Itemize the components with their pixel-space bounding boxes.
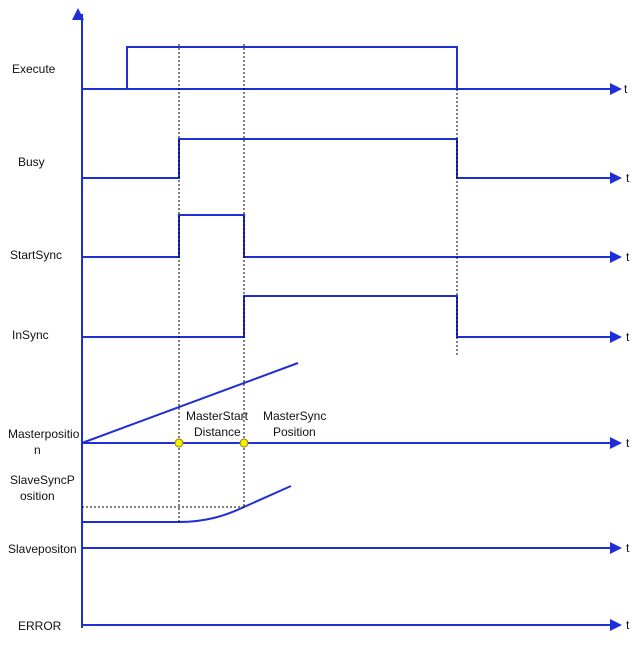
master-sync-position-marker <box>239 438 249 448</box>
error-label: ERROR <box>18 619 62 633</box>
startsync-label: StartSync <box>10 248 62 262</box>
busy-t-label: t <box>626 171 630 185</box>
execute-waveform <box>82 46 487 90</box>
masterposition-ramp <box>81 362 299 444</box>
insync-t-label: t <box>626 330 630 344</box>
slaveposition-label: Slavepositon <box>8 542 77 556</box>
master-start-distance-annotation: MasterStart Distance <box>186 409 251 439</box>
insync-label: InSync <box>12 328 49 342</box>
busy-waveform <box>82 138 622 184</box>
busy-label: Busy <box>18 155 45 169</box>
startsync-t-label: t <box>626 250 630 264</box>
masterposition-t-label: t <box>626 436 630 450</box>
slavesyncposition-label: SlaveSyncP osition <box>10 473 78 503</box>
error-t-label: t <box>626 618 630 632</box>
masterposition-label: Masterpositio n <box>8 427 83 457</box>
slaveposition-t-label: t <box>626 541 630 555</box>
slavesyncposition-curve <box>82 485 292 523</box>
insync-waveform <box>82 295 580 338</box>
startsync-waveform <box>82 214 622 263</box>
execute-t-label: t <box>624 82 628 96</box>
master-sync-position-annotation: MasterSync Position <box>263 409 330 439</box>
execute-label: Execute <box>12 62 56 76</box>
master-start-distance-marker <box>174 438 184 448</box>
